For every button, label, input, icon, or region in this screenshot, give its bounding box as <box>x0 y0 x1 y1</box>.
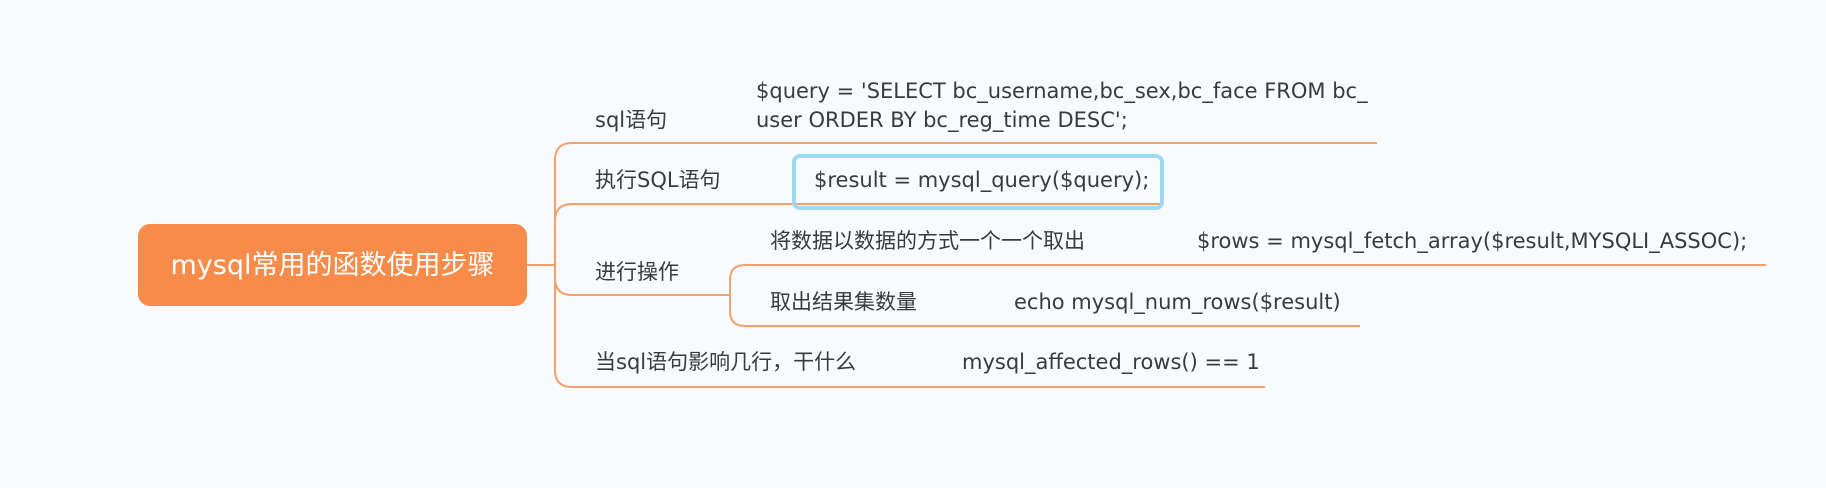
root-label: mysql常用的函数使用步骤 <box>170 249 495 281</box>
branch-label-sql[interactable]: sql语句 <box>595 108 668 132</box>
branch-underline-ops <box>554 277 730 296</box>
branch-value-exec[interactable]: $result = mysql_query($query); <box>814 168 1150 192</box>
main-trunk <box>554 142 573 388</box>
child-value-fetch[interactable]: $rows = mysql_fetch_array($result,MYSQLI… <box>1197 229 1748 253</box>
root-node[interactable]: mysql常用的函数使用步骤 <box>138 224 527 306</box>
branch-label-ops[interactable]: 进行操作 <box>595 260 679 284</box>
child-label-fetch[interactable]: 将数据以数据的方式一个一个取出 <box>770 229 1085 253</box>
branch-value-sql-line1[interactable]: $query = 'SELECT bc_username,bc_sex,bc_f… <box>756 79 1368 103</box>
branch-underline-exec <box>554 203 1160 222</box>
branch-value-sql-line2[interactable]: user ORDER BY bc_reg_time DESC'; <box>756 108 1128 132</box>
branch-label-affected[interactable]: 当sql语句影响几行，干什么 <box>595 350 857 374</box>
child-value-numrows[interactable]: echo mysql_num_rows($result) <box>1014 290 1341 314</box>
child-label-numrows[interactable]: 取出结果集数量 <box>770 290 917 314</box>
sub-trunk <box>729 264 746 327</box>
branch-label-exec[interactable]: 执行SQL语句 <box>595 168 721 192</box>
branch-value-affected[interactable]: mysql_affected_rows() == 1 <box>962 350 1260 374</box>
selected-node-highlight <box>792 154 1164 210</box>
